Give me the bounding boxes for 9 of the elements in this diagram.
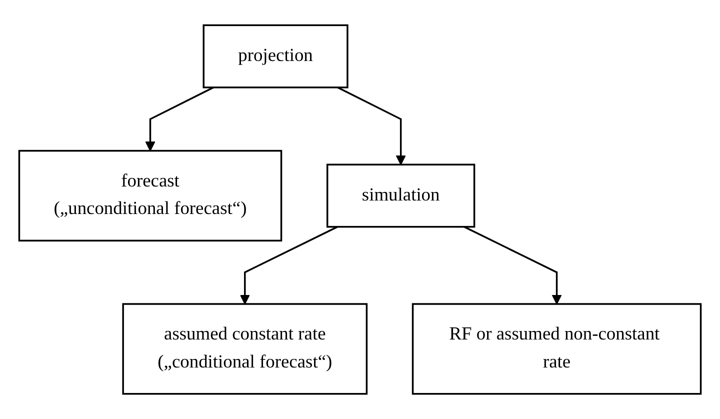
arrow <box>240 226 338 304</box>
node-box: simulation <box>326 164 476 228</box>
arrow <box>464 226 562 304</box>
node-box: forecast („unconditional forecast“) <box>18 150 282 242</box>
arrow <box>145 86 214 152</box>
arrow <box>337 86 406 166</box>
node-box: assumed constant rate („conditional forecast“) <box>122 303 368 395</box>
node-box: projection <box>202 24 348 88</box>
node-box: RF or assumed non-constant rate <box>412 303 702 395</box>
